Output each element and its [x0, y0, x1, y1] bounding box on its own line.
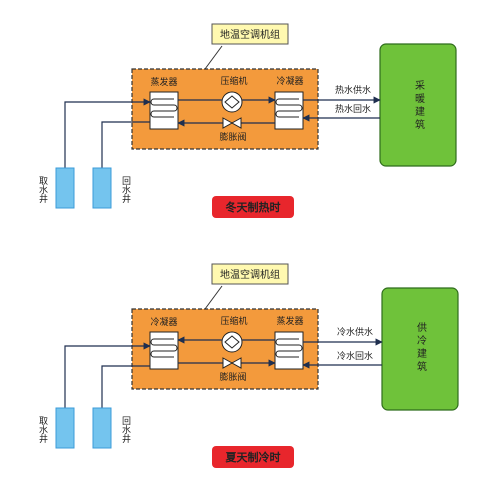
take-well — [55, 407, 75, 449]
left-hx-label: 冷凝器 — [150, 316, 177, 328]
return-pipe-label: 冷水回水 — [337, 350, 373, 362]
return-pipe-label: 热水回水 — [335, 103, 371, 115]
compressor-icon-inner — [224, 335, 240, 349]
right-hx-coil — [275, 338, 303, 358]
left-hx-coil — [150, 98, 178, 118]
compressor-label: 压缩机 — [220, 75, 247, 87]
expansion-valve-icon — [222, 117, 242, 129]
return-well-pipe — [98, 121, 150, 189]
return-well-label: 回水井 — [120, 416, 131, 444]
left-hx-label: 蒸发器 — [150, 76, 177, 88]
building-label: 供冷建筑 — [415, 321, 427, 374]
mode-badge — [212, 446, 294, 468]
mode-badge — [212, 196, 294, 218]
supply-pipe-label: 热水供水 — [335, 84, 371, 96]
return-well — [92, 167, 112, 209]
compressor-icon-inner — [224, 95, 240, 109]
winter-panel: 地温空调机组 蒸发器 压缩机 冷凝器 膨胀阀 采暖建筑 热水供水 热水回水 — [37, 23, 457, 218]
take-well-label: 取水井 — [37, 176, 48, 204]
unit-label-leader — [204, 45, 223, 70]
return-well-pipe — [98, 365, 150, 429]
unit-label: 地温空调机组 — [220, 28, 280, 41]
compressor-label: 压缩机 — [220, 315, 247, 327]
right-hx-label: 冷凝器 — [276, 75, 303, 87]
expansion-valve-icon — [222, 357, 242, 369]
summer-panel: 地温空调机组 冷凝器 压缩机 蒸发器 膨胀阀 供冷建筑 冷水供水 冷水回水 取水… — [37, 263, 459, 468]
valve-label: 膨胀阀 — [219, 131, 246, 143]
unit-label-leader — [204, 285, 223, 310]
take-well-label: 取水井 — [37, 416, 48, 444]
mode-label: 冬天制热时 — [226, 200, 281, 214]
right-hx-label: 蒸发器 — [276, 315, 303, 327]
unit-label: 地温空调机组 — [220, 268, 280, 281]
unit-label-box — [211, 263, 289, 285]
take-well — [55, 167, 75, 209]
compressor-icon — [221, 91, 243, 113]
take-well-pipe — [64, 98, 151, 188]
left-hx-coil — [150, 338, 178, 358]
unit-label-box — [211, 23, 289, 45]
return-well-label: 回水井 — [120, 176, 131, 204]
right-hx-coil — [275, 98, 303, 118]
building-box — [381, 287, 459, 411]
supply-pipe-label: 冷水供水 — [337, 326, 373, 338]
compressor-icon — [221, 331, 243, 353]
take-well-pipe — [64, 342, 151, 428]
building-box — [379, 43, 457, 167]
building-label: 采暖建筑 — [413, 80, 425, 132]
mode-label: 夏天制冷时 — [226, 450, 281, 464]
return-well — [92, 407, 112, 449]
valve-label: 膨胀阀 — [219, 371, 246, 383]
